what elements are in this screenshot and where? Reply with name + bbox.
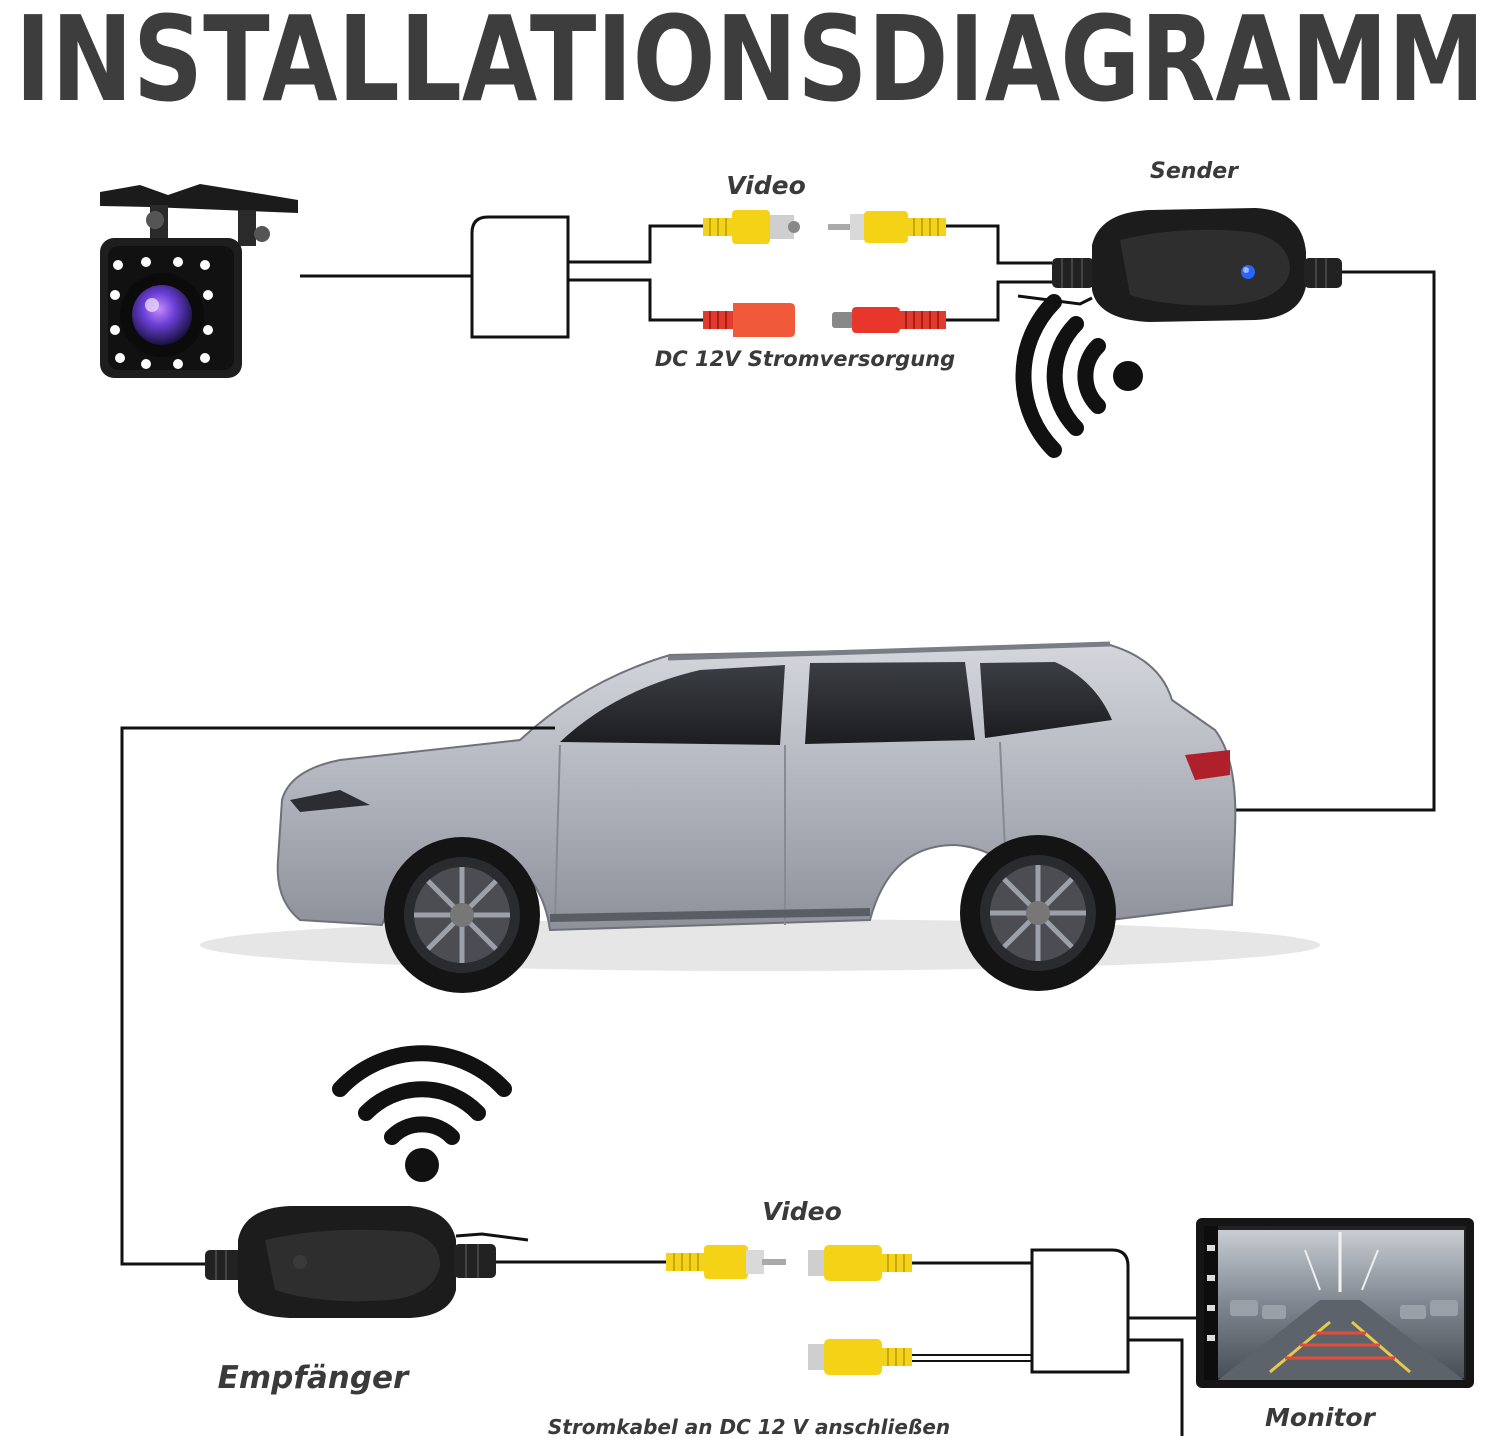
rca-yellow-male-icon (828, 211, 946, 243)
rca-yellow-female-icon (808, 1245, 912, 1281)
dc-red-female-icon (703, 303, 795, 337)
sender-antenna-lead (1017, 294, 1093, 306)
rca-yellow-male-icon (666, 1245, 786, 1279)
label-video-top: Video (726, 171, 806, 200)
rca-yellow-female-icon (808, 1339, 912, 1375)
splitter-box-top (470, 215, 570, 339)
receiver-antenna-lead (455, 1232, 529, 1242)
power-cable-top-right (946, 280, 1052, 322)
label-video-bottom: Video (762, 1197, 842, 1226)
monitor-power-cable (912, 1354, 1032, 1362)
receiver-icon (205, 1206, 496, 1318)
monitor-icon (1196, 1218, 1474, 1388)
label-power-bottom: Stromkabel an DC 12 V anschließen (548, 1415, 950, 1439)
wifi-signal-icon (332, 1045, 512, 1182)
page-title: INSTALLATIONSDIAGRAMM (15, 0, 1485, 128)
splitter-box-bottom (1030, 1248, 1130, 1374)
label-sender: Sender (1150, 159, 1239, 184)
power-cable-top-left (568, 278, 705, 322)
car-icon (200, 641, 1320, 993)
rca-yellow-female-icon (703, 210, 800, 244)
power-drop-cable (1128, 1338, 1184, 1436)
label-dc-12v-top: DC 12V Stromversorgung (655, 347, 955, 371)
sender-to-car-cable (1236, 270, 1436, 812)
transmitter-icon (1052, 208, 1342, 322)
rear-camera-icon (100, 184, 298, 378)
video-cable-top-right (946, 224, 1052, 265)
car-to-receiver-cable (120, 726, 555, 1266)
video-cable-top-left (568, 224, 705, 264)
label-receiver: Empfänger (218, 1360, 410, 1396)
dc-red-male-icon (832, 307, 946, 333)
label-monitor: Monitor (1265, 1403, 1377, 1432)
wifi-signal-icon (1015, 294, 1143, 458)
